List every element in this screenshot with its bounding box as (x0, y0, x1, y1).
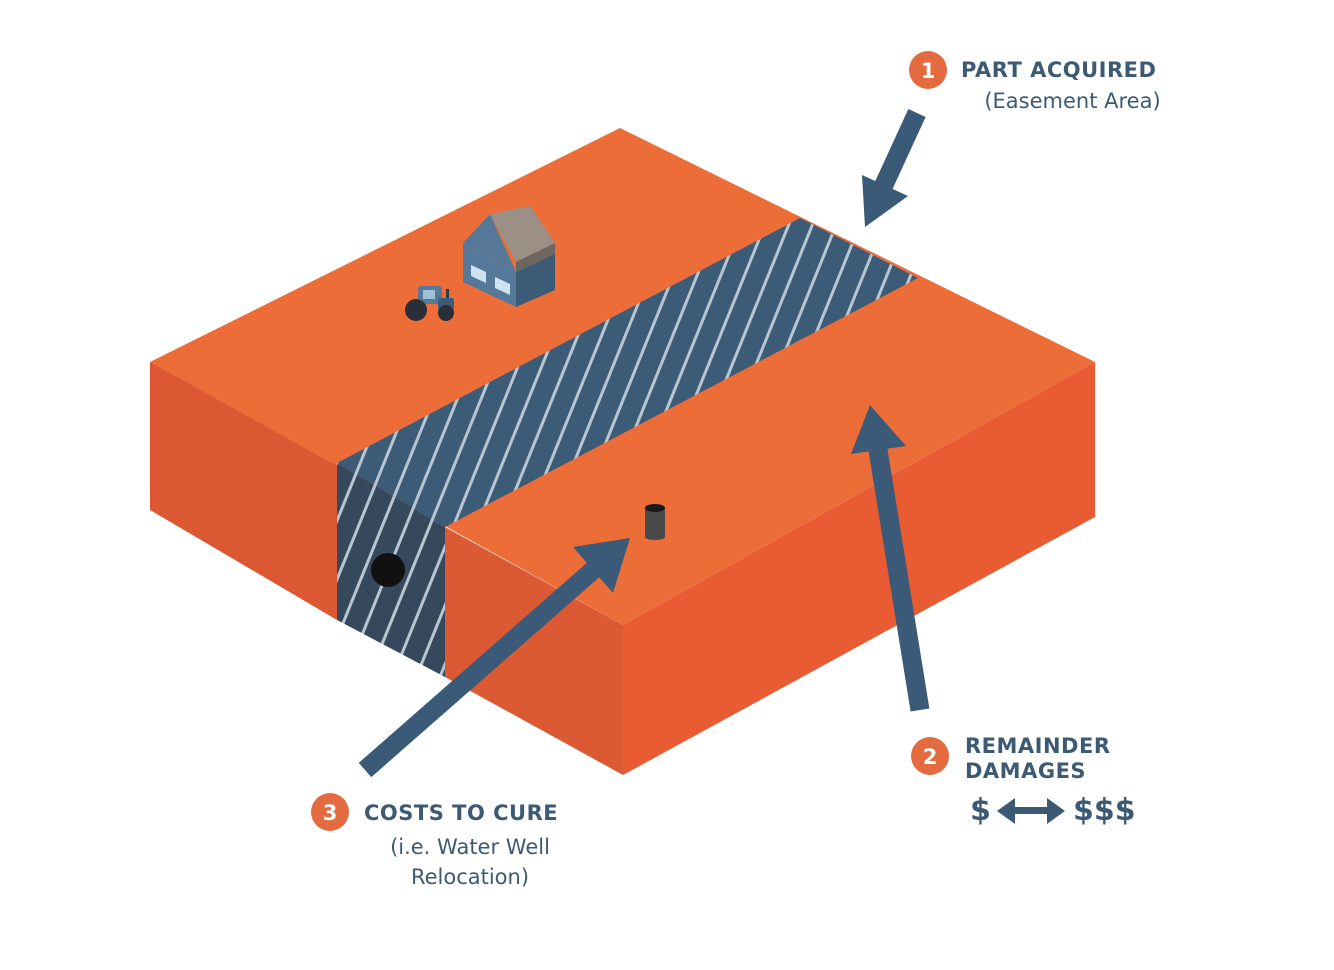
arrow-remainder-damages (851, 405, 930, 712)
cost-low: $ (970, 793, 991, 828)
part-acquired-subtitle: (Easement Area) (984, 89, 1161, 113)
arrow-part-acquired (862, 109, 926, 227)
part-acquired-title: PART ACQUIRED (961, 58, 1157, 82)
cost-high: $$$ (1073, 793, 1136, 828)
parcel-right-face (623, 362, 1095, 775)
remainder-damages-title-line1: REMAINDER (965, 734, 1111, 758)
house-icon (463, 206, 555, 307)
badge-3: 3 (311, 793, 349, 831)
costs-to-cure-subtitle-line1: (i.e. Water Well (390, 835, 550, 859)
badge-1: 1 (909, 51, 947, 89)
svg-text:2: 2 (923, 745, 938, 769)
easement-strip (337, 218, 918, 527)
arrow-costs-to-cure (358, 538, 630, 778)
pipe-icon (371, 553, 405, 587)
costs-to-cure-title: COSTS TO CURE (364, 801, 559, 825)
badge-2: 2 (911, 737, 949, 775)
double-arrow-icon (997, 798, 1065, 824)
svg-text:3: 3 (323, 801, 338, 825)
parcel-left-face (150, 362, 337, 620)
remainder-left-face (445, 527, 623, 775)
water-well-icon (645, 504, 665, 540)
remainder-damages-title-line2: DAMAGES (965, 759, 1087, 783)
land-parcel (150, 128, 1095, 775)
svg-text:1: 1 (921, 59, 936, 83)
costs-to-cure-subtitle-line2: Relocation) (410, 865, 530, 889)
tractor-icon (405, 286, 454, 321)
